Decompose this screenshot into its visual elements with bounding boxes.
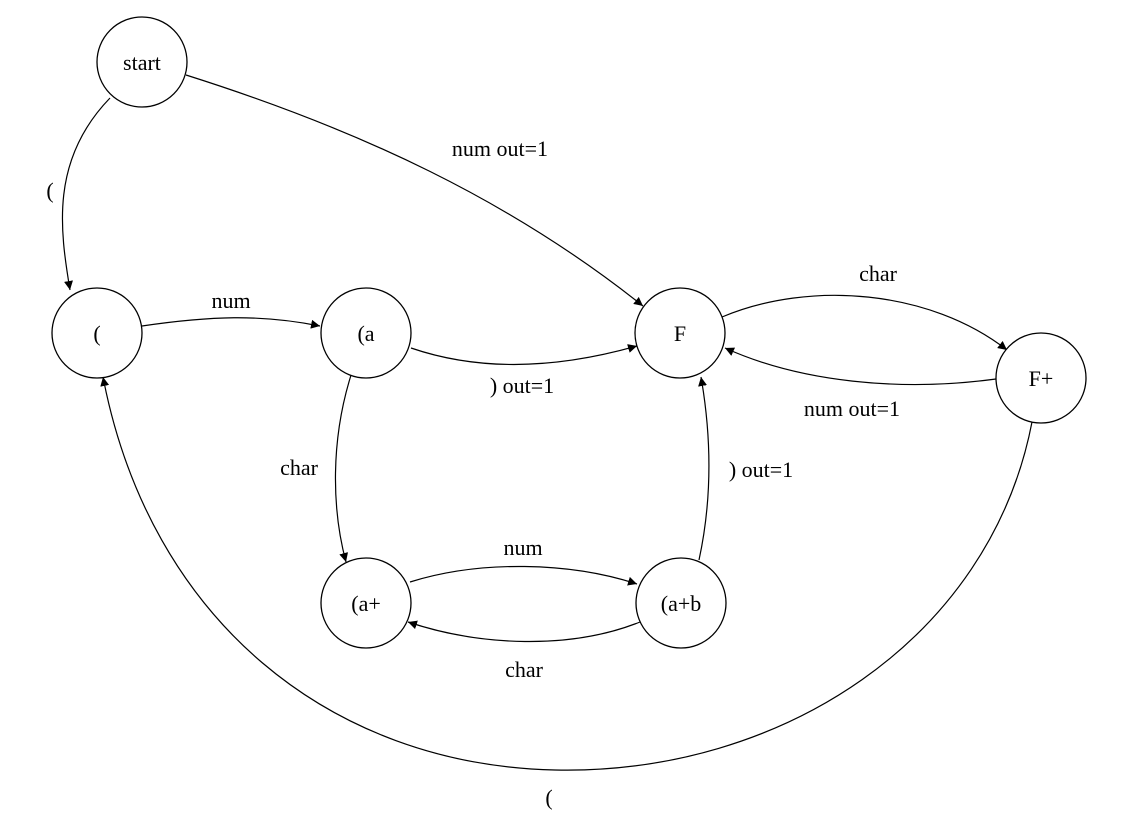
state-label-open-paren: ( <box>93 321 100 346</box>
edge-label-Fplus-F: num out=1 <box>804 396 900 421</box>
state-a: (a <box>320 287 412 379</box>
state-F-plus: F+ <box>995 332 1087 424</box>
state-F: F <box>634 287 726 379</box>
edge-label-a-F: ) out=1 <box>490 373 554 398</box>
edge-aplusb-to-aplus <box>407 620 641 643</box>
transitions <box>61 74 1033 771</box>
edge-label-start-F: num out=1 <box>452 136 548 161</box>
edge-label-aplus-aplusb: num <box>503 535 542 560</box>
edge-label-Fplus-open: ( <box>545 785 552 810</box>
edge-aplusb-to-F <box>698 376 710 561</box>
edge-label-start-open: ( <box>46 178 53 203</box>
state-label-start: start <box>123 50 161 75</box>
edge-open-to-a <box>141 317 321 329</box>
state-a-plus: (a+ <box>320 557 412 649</box>
state-label-a-plus-b: (a+b <box>661 591 702 616</box>
edge-Fplus-to-open <box>100 376 1033 771</box>
edge-F-to-Fplus <box>721 294 1008 351</box>
state-label-a: (a <box>357 321 374 346</box>
transition-labels: ( num out=1 num ) out=1 char char num ou… <box>46 136 900 810</box>
state-label-F-plus: F+ <box>1029 366 1054 391</box>
state-a-plus-b: (a+b <box>635 557 727 649</box>
edge-label-aplusb-aplus: char <box>505 657 544 682</box>
edge-label-F-Fplus: char <box>859 261 898 286</box>
states: start ( (a F F+ (a+ (a+b <box>51 16 1087 649</box>
state-open-paren: ( <box>51 287 143 379</box>
edge-a-to-F <box>410 344 638 366</box>
edge-start-to-F <box>185 74 644 307</box>
edge-label-a-aplus: char <box>280 455 319 480</box>
state-start: start <box>96 16 188 108</box>
edge-Fplus-to-F <box>724 347 997 386</box>
state-label-F: F <box>674 321 686 346</box>
edge-a-to-aplus <box>334 371 353 563</box>
edge-label-aplusb-F: ) out=1 <box>729 457 793 482</box>
edge-start-to-open <box>61 97 111 291</box>
edge-label-open-a: num <box>211 288 250 313</box>
edge-aplus-to-aplusb <box>409 565 638 586</box>
state-label-a-plus: (a+ <box>351 591 381 616</box>
